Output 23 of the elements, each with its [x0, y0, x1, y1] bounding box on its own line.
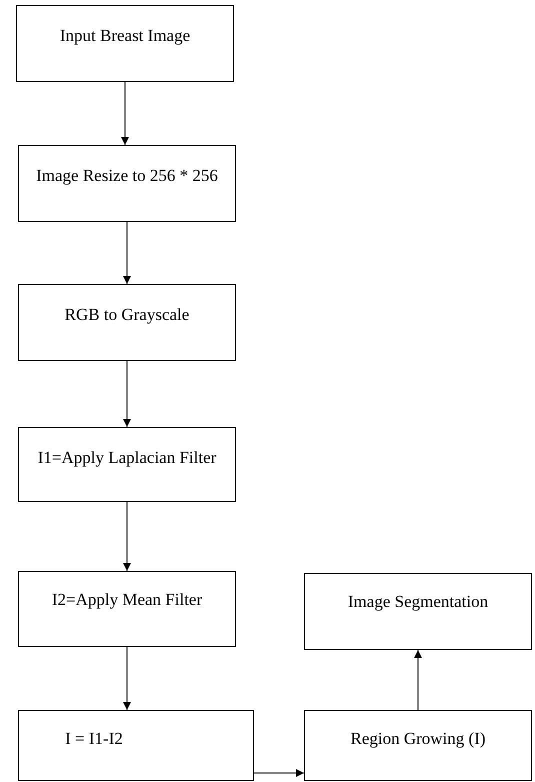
- arrow: [123, 502, 131, 572]
- process-box: [18, 571, 236, 647]
- step-label: I2=Apply Mean Filter: [50, 590, 204, 610]
- step-label: Image Segmentation: [346, 592, 490, 612]
- arrow: [414, 650, 422, 710]
- step-label: Input Breast Image: [58, 26, 192, 46]
- step-label: RGB to Grayscale: [64, 305, 190, 325]
- step-label: I1=Apply Laplacian Filter: [36, 448, 218, 468]
- arrow: [254, 769, 304, 777]
- step-label: I = I1-I2: [64, 729, 124, 749]
- step-label: Region Growing (I): [349, 729, 487, 749]
- process-box: [16, 5, 234, 82]
- arrow: [123, 222, 131, 284]
- process-box: [18, 145, 236, 222]
- arrow: [123, 646, 131, 710]
- process-box: [18, 427, 236, 502]
- arrow: [123, 360, 131, 428]
- process-box: [304, 710, 532, 781]
- step-label: Image Resize to 256 * 256: [35, 166, 219, 186]
- process-box: [18, 710, 254, 781]
- process-box: [18, 284, 236, 361]
- arrow: [121, 82, 129, 146]
- process-box: [304, 573, 532, 650]
